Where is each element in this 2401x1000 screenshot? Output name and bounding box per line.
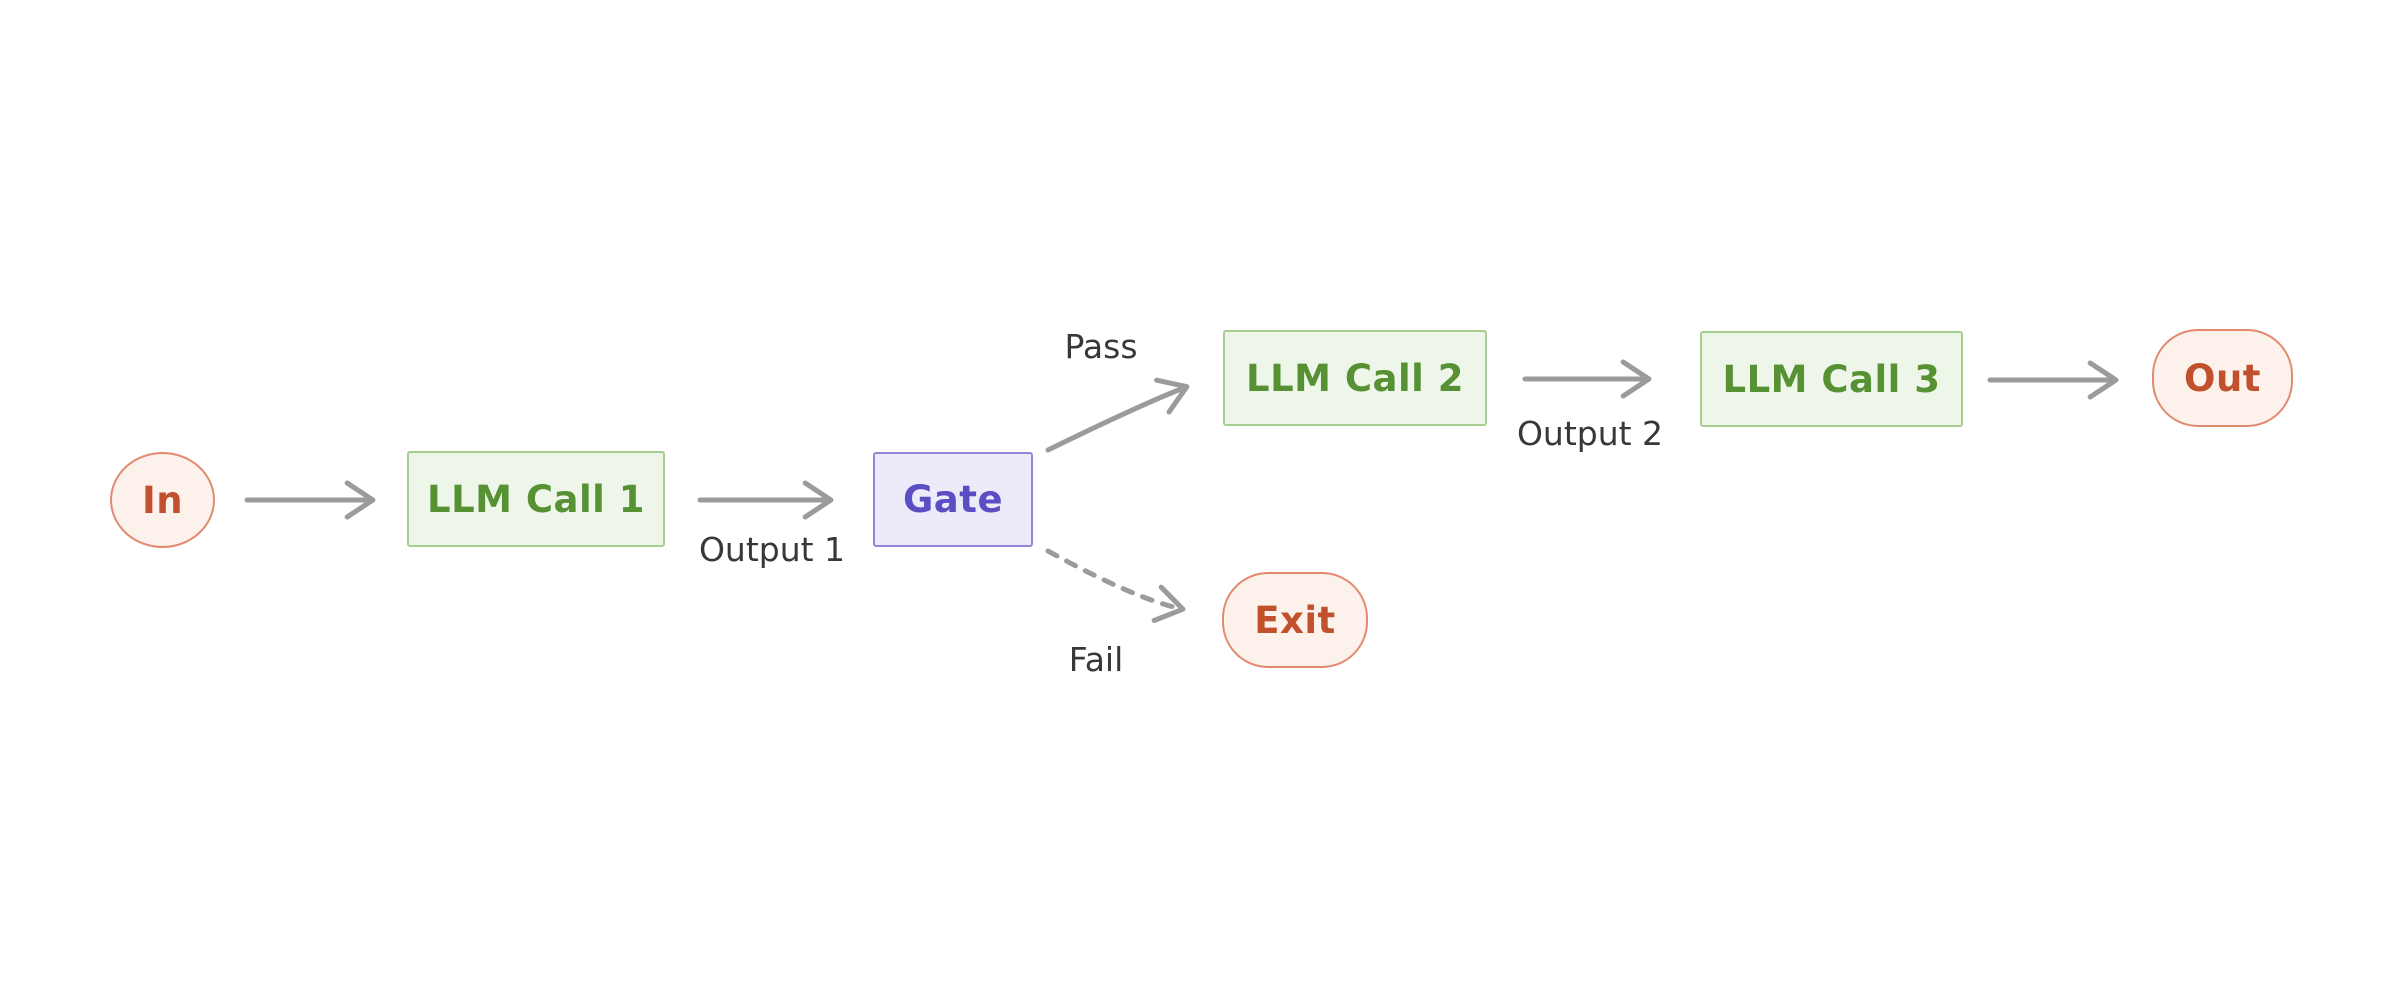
node-exit-label: Exit — [1254, 598, 1336, 642]
node-llm-call-1: LLM Call 1 — [407, 451, 665, 547]
edge-label-output-2: Output 2 — [1516, 414, 1664, 453]
edge-label-pass: Pass — [1064, 327, 1138, 366]
node-exit: Exit — [1222, 572, 1368, 668]
node-llm-call-2: LLM Call 2 — [1223, 330, 1487, 426]
node-llm-call-3: LLM Call 3 — [1700, 331, 1963, 427]
edge-label-fail: Fail — [1068, 640, 1124, 679]
node-llm-call-1-label: LLM Call 1 — [427, 477, 645, 521]
node-out: Out — [2152, 329, 2293, 427]
node-llm-call-3-label: LLM Call 3 — [1722, 357, 1941, 401]
node-out-label: Out — [2184, 356, 2261, 400]
node-gate: Gate — [873, 452, 1033, 547]
edge-gate-to-llm2-pass — [1045, 377, 1190, 453]
node-gate-label: Gate — [902, 478, 1004, 521]
edge-gate-to-exit-fail — [1045, 548, 1186, 623]
node-in-label: In — [141, 478, 184, 522]
edge-label-output-1: Output 1 — [698, 530, 846, 569]
node-in: In — [110, 452, 215, 548]
node-llm-call-2-label: LLM Call 2 — [1246, 356, 1464, 400]
